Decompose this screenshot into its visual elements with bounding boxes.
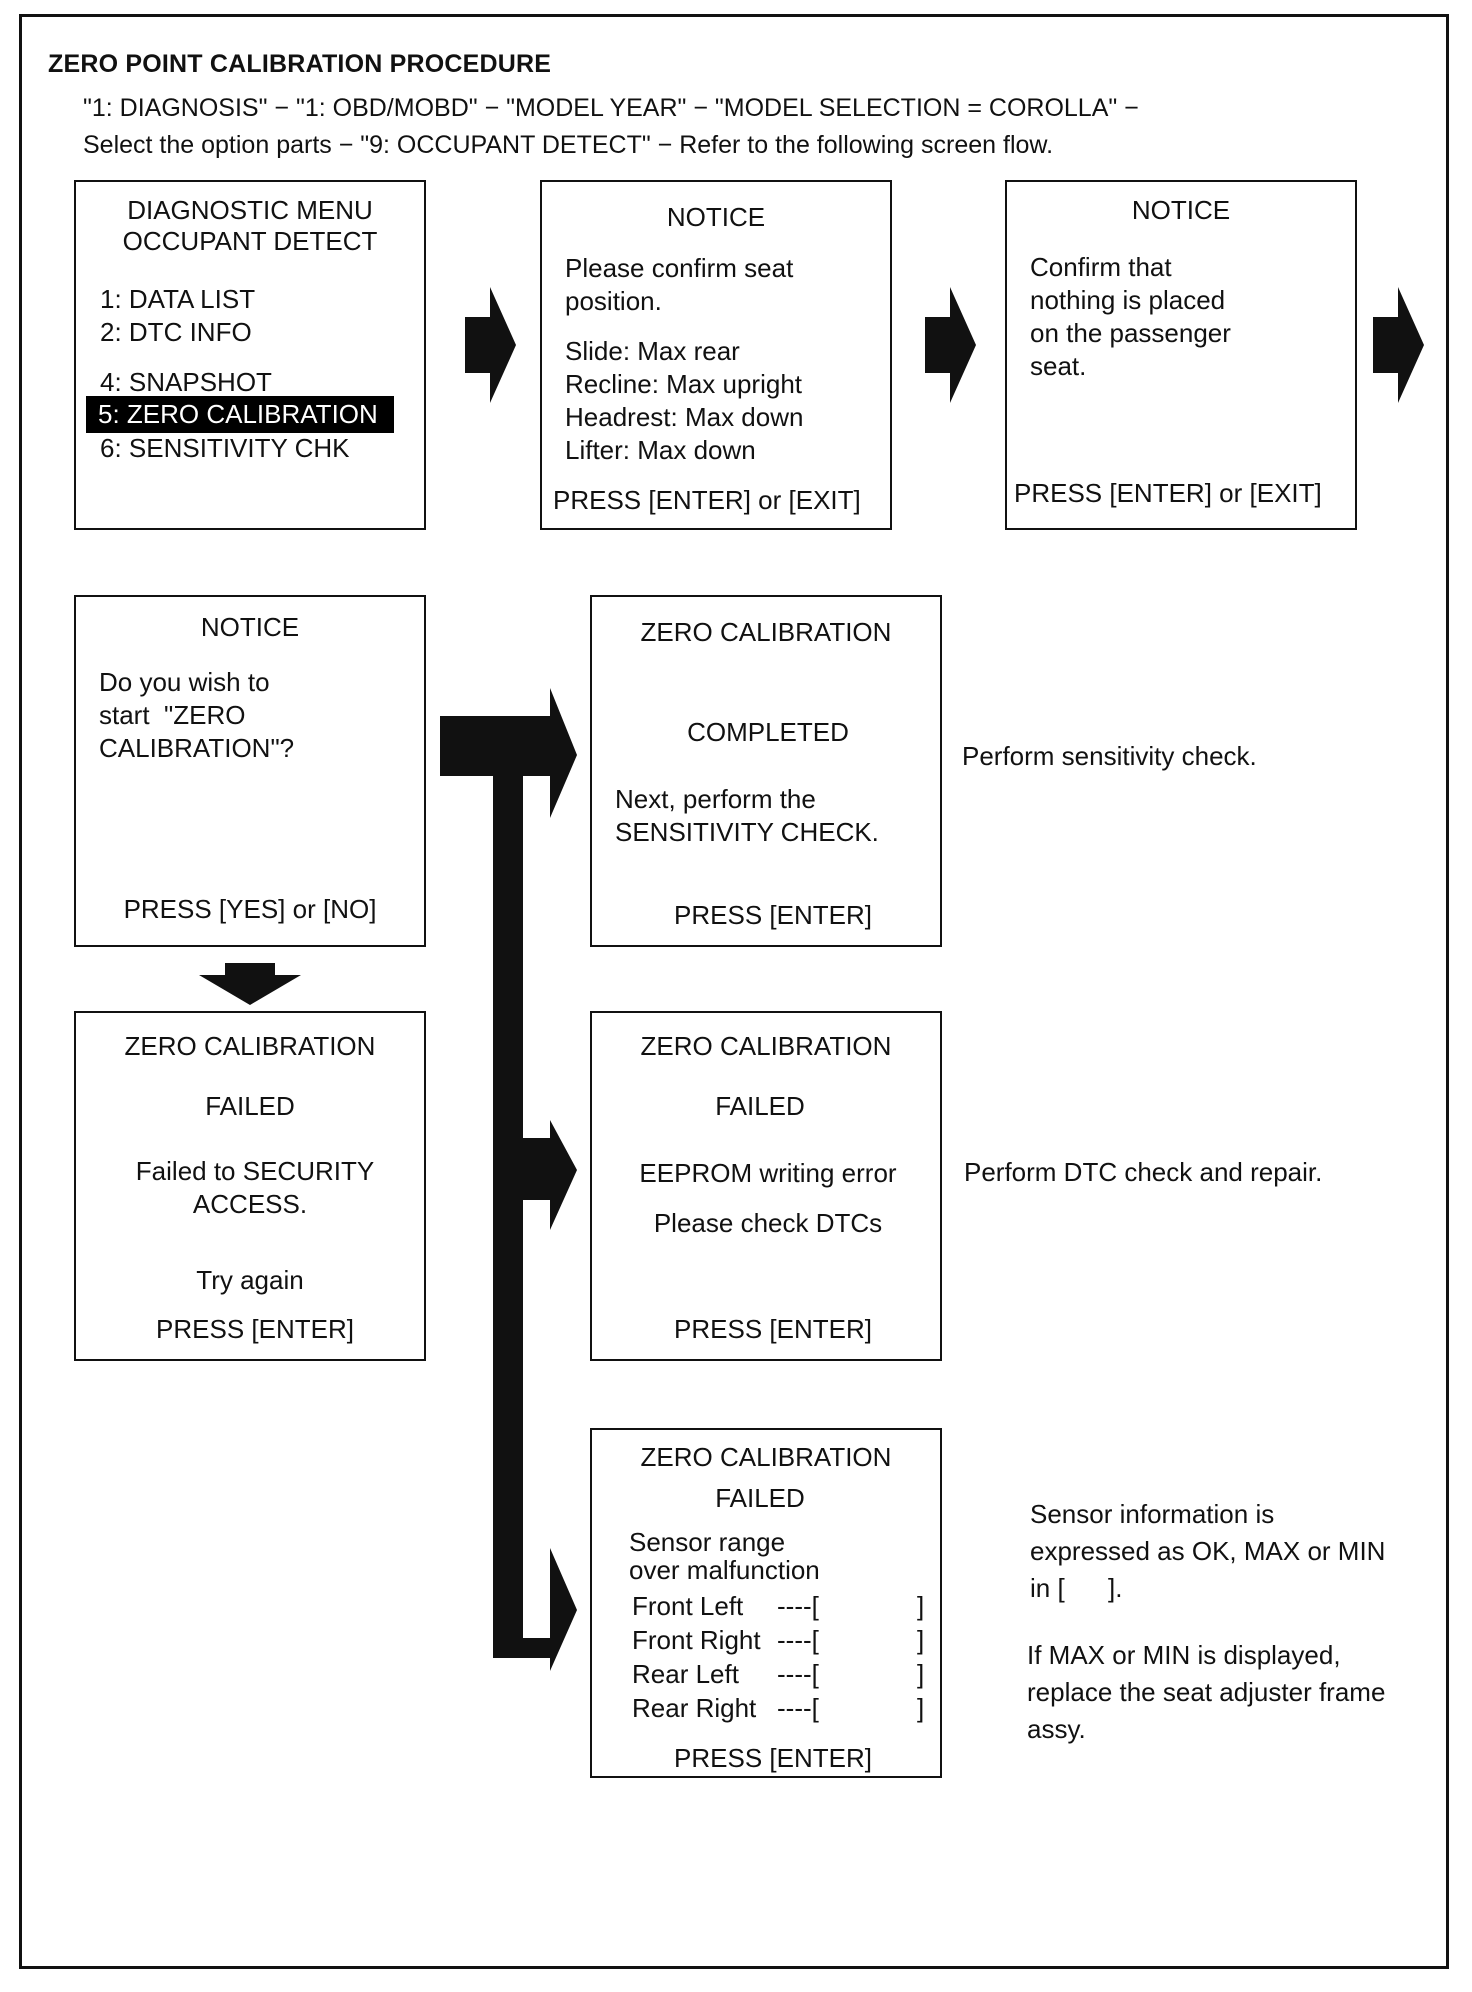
sensor-dashes: ----[ — [777, 1591, 819, 1621]
notice-prompt: PRESS [ENTER] or [EXIT] — [553, 485, 861, 515]
status-text: FAILED — [205, 1091, 295, 1121]
menu-title: DIAGNOSTIC MENU — [127, 195, 373, 225]
menu-item-sensitivity-chk[interactable]: 6: SENSITIVITY CHK — [100, 433, 350, 463]
notice-line: CALIBRATION"? — [99, 733, 295, 763]
status-text: FAILED — [715, 1091, 805, 1121]
notice-line: seat. — [1030, 351, 1087, 381]
calibration-completed-screen: ZERO CALIBRATION COMPLETED Next, perform… — [590, 595, 942, 947]
intro-line-1: "1: DIAGNOSIS" − "1: OBD/MOBD" − "MODEL … — [83, 94, 1139, 122]
enter-prompt: PRESS [ENTER] — [156, 1314, 354, 1344]
notice-title: NOTICE — [666, 202, 766, 232]
sensor-name-front-right: Front Right — [632, 1625, 761, 1655]
message-line: Sensor range — [629, 1527, 786, 1557]
status-text: FAILED — [715, 1483, 805, 1513]
note-sensor-info-2: expressed as OK, MAX or MIN — [1030, 1536, 1386, 1566]
note-dtc-check: Perform DTC check and repair. — [964, 1157, 1323, 1187]
menu-subtitle: OCCUPANT DETECT — [122, 226, 378, 256]
page-frame — [19, 14, 1449, 1969]
message-line: Please check DTCs — [653, 1208, 883, 1238]
message-line: SENSITIVITY CHECK. — [615, 817, 879, 847]
menu-item-data-list[interactable]: 1: DATA LIST — [100, 284, 256, 314]
notice-line: Slide: Max rear — [565, 336, 740, 366]
notice-prompt: PRESS [ENTER] or [EXIT] — [1014, 478, 1322, 508]
sensor-name-front-left: Front Left — [632, 1591, 744, 1621]
note-sensor-info-1: Sensor information is — [1030, 1499, 1275, 1529]
notice-line: nothing is placed — [1030, 285, 1226, 315]
notice-title: NOTICE — [200, 612, 300, 642]
notice-prompt: PRESS [YES] or [NO] — [123, 894, 377, 924]
sensor-dashes: ----[ — [777, 1693, 819, 1723]
menu-item-dtc-info[interactable]: 2: DTC INFO — [100, 317, 252, 347]
procedure-heading: ZERO POINT CALIBRATION PROCEDURE — [48, 50, 552, 78]
seat-position-notice-screen: NOTICE Please confirm seat position. Sli… — [540, 180, 892, 530]
sensor-value-bracket: ] — [917, 1659, 925, 1689]
sensor-value-bracket: ] — [917, 1591, 925, 1621]
sensor-value-bracket: ] — [917, 1693, 925, 1723]
message-line: ACCESS. — [192, 1189, 308, 1219]
note-sensitivity-check: Perform sensitivity check. — [962, 741, 1257, 771]
notice-line: Lifter: Max down — [565, 435, 756, 465]
note-replace-1: If MAX or MIN is displayed, — [1027, 1640, 1341, 1670]
sensor-name-rear-right: Rear Right — [632, 1693, 757, 1723]
diagnostic-menu-screen: DIAGNOSTIC MENU OCCUPANT DETECT 1: DATA … — [74, 180, 426, 530]
notice-line: Headrest: Max down — [565, 402, 804, 432]
screen-title: ZERO CALIBRATION — [640, 1442, 892, 1472]
enter-prompt: PRESS [ENTER] — [674, 1743, 872, 1773]
message-line: EEPROM writing error — [639, 1158, 897, 1188]
notice-line: Do you wish to — [99, 667, 270, 697]
enter-prompt: PRESS [ENTER] — [674, 1314, 872, 1344]
failed-eeprom-screen: ZERO CALIBRATION FAILED EEPROM writing e… — [590, 1011, 942, 1361]
enter-prompt: PRESS [ENTER] — [674, 900, 872, 930]
screen-title: ZERO CALIBRATION — [640, 617, 892, 647]
notice-line: Please confirm seat — [565, 253, 794, 283]
failed-sensor-range-screen: ZERO CALIBRATION FAILED Sensor range ove… — [590, 1428, 942, 1778]
notice-line: position. — [565, 286, 662, 316]
screen-title: ZERO CALIBRATION — [640, 1031, 892, 1061]
sensor-dashes: ----[ — [777, 1625, 819, 1655]
sensor-value-bracket: ] — [917, 1625, 925, 1655]
failed-security-access-screen: ZERO CALIBRATION FAILED Failed to SECURI… — [74, 1011, 426, 1361]
notice-line: Recline: Max upright — [565, 369, 802, 399]
notice-line: start "ZERO — [99, 700, 246, 730]
note-replace-3: assy. — [1027, 1714, 1086, 1744]
notice-line: Confirm that — [1030, 252, 1172, 282]
notice-line: on the passenger — [1030, 318, 1231, 348]
message-line: Next, perform the — [615, 784, 816, 814]
menu-item-zero-calibration[interactable]: 5: ZERO CALIBRATION — [86, 396, 394, 433]
menu-item-snapshot[interactable]: 4: SNAPSHOT — [100, 367, 272, 397]
empty-seat-notice-screen: NOTICE Confirm that nothing is placed on… — [1005, 180, 1357, 530]
message-line: Failed to SECURITY — [135, 1156, 375, 1186]
sensor-name-rear-left: Rear Left — [632, 1659, 739, 1689]
screen-title: ZERO CALIBRATION — [124, 1031, 376, 1061]
start-calibration-notice-screen: NOTICE Do you wish to start "ZERO CALIBR… — [74, 595, 426, 947]
notice-title: NOTICE — [1131, 195, 1231, 225]
intro-line-2: Select the option parts − "9: OCCUPANT D… — [83, 131, 1054, 159]
note-sensor-info-3: in [ ]. — [1030, 1573, 1123, 1603]
sensor-dashes: ----[ — [777, 1659, 819, 1689]
note-replace-2: replace the seat adjuster frame — [1027, 1677, 1386, 1707]
status-text: COMPLETED — [687, 717, 849, 747]
message-line: over malfunction — [629, 1555, 820, 1585]
retry-text: Try again — [196, 1265, 304, 1295]
